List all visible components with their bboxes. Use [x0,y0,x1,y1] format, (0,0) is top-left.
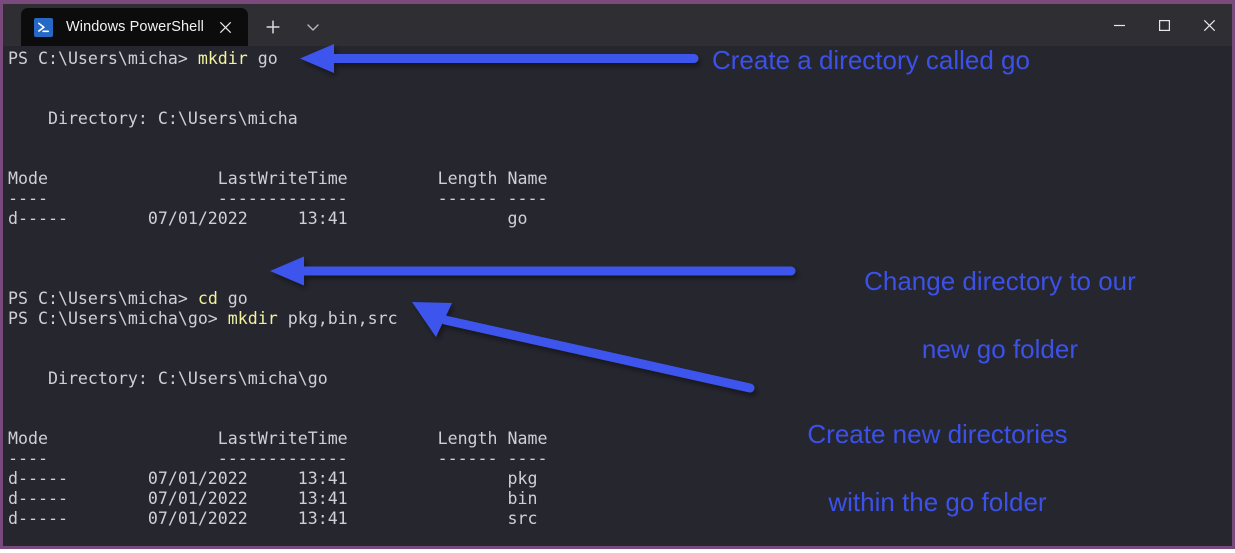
close-button[interactable] [1187,4,1232,46]
table-header-2: Mode LastWriteTime Length Name [8,429,548,448]
args-2: go [217,289,248,308]
minimize-button[interactable] [1097,4,1142,46]
spacer [8,269,547,289]
directory-line-2: Directory: C:\Users\micha\go [8,369,328,388]
table-rule-1: ---- ------------- ------ ---- [8,189,548,208]
annotation-create-directory: Create a directory called go [712,45,1030,75]
new-tab-button[interactable] [256,8,290,46]
table-header-1: Mode LastWriteTime Length Name [8,169,548,188]
title-bar[interactable]: Windows PowerShell [3,4,1232,46]
command-mkdir-2: mkdir [227,309,278,328]
spacer [8,389,547,409]
annotation-change-directory-line1: Change directory to our [864,266,1136,296]
prompt-line-2: PS C:\Users\micha> [8,289,198,308]
terminal-output-area[interactable]: PS C:\Users\micha> mkdir go Directory: C… [3,46,1232,546]
spacer [8,349,547,369]
spacer [8,149,547,169]
window-border-top [0,0,1235,4]
maximize-button[interactable] [1142,4,1187,46]
tab-title: Windows PowerShell [66,19,204,35]
terminal-text: PS C:\Users\micha> mkdir go Directory: C… [8,49,547,529]
window-controls [1097,4,1232,46]
args-1: go [247,49,278,68]
spacer [8,409,547,429]
spacer [8,69,547,89]
annotation-change-directory: Change directory to our new go folder [818,230,1153,400]
spacer [8,229,547,249]
powershell-icon [34,17,53,37]
table-row: d----- 07/01/2022 13:41 go [8,209,528,228]
annotation-create-new-dirs-line1: Create new directories [807,419,1068,449]
tab-dropdown-button[interactable] [296,8,330,46]
spacer [8,249,547,269]
spacer [8,329,547,349]
prompt-line-3: PS C:\Users\micha\go> [8,309,228,328]
spacer [8,129,547,149]
table-row: d----- 07/01/2022 13:41 bin [8,489,538,508]
table-row: d----- 07/01/2022 13:41 pkg [8,469,538,488]
table-row: d----- 07/01/2022 13:41 src [8,509,538,528]
annotation-change-directory-line2: new go folder [921,334,1078,364]
command-mkdir-1: mkdir [197,49,248,68]
tab-windows-powershell[interactable]: Windows PowerShell [21,8,248,46]
spacer [8,89,547,109]
annotation-create-new-dirs: Create new directories within the go fol… [762,383,1084,553]
prompt-line-1: PS C:\Users\micha> [8,49,198,68]
annotation-create-new-dirs-line2: within the go folder [828,487,1047,517]
table-rule-2: ---- ------------- ------ ---- [8,449,548,468]
command-cd: cd [197,289,218,308]
tab-close-icon[interactable] [215,17,235,37]
directory-line-1: Directory: C:\Users\micha [8,109,298,128]
args-3: pkg,bin,src [277,309,398,328]
